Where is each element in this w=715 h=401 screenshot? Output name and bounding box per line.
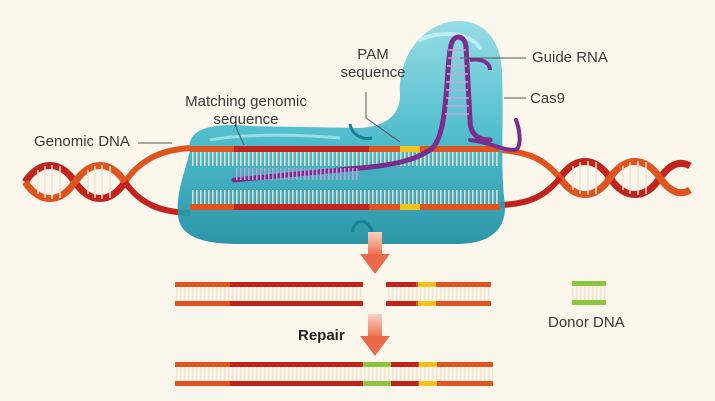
matching-label-line2: sequence (213, 111, 279, 128)
pam-label-line2: sequence (340, 64, 406, 81)
cas9-label: Cas9 (530, 90, 566, 107)
matching-label-line1: Matching genomic (185, 93, 307, 110)
matching-genomic-sequence-label: Matching genomic sequence (166, 93, 326, 129)
pam-label-line1: PAM (357, 46, 389, 63)
cas9-protein (177, 20, 506, 245)
leader-lines (138, 57, 526, 146)
guide-rna (231, 34, 522, 183)
dna-top-strand (190, 146, 500, 166)
repaired-dna (175, 362, 493, 386)
repair-label: Repair (298, 327, 345, 344)
genomic-dna-left-helix (22, 145, 191, 216)
genomic-dna-right-helix (499, 147, 692, 208)
cut-dna-right (386, 282, 491, 306)
donor-dna-label: Donor DNA (548, 314, 625, 331)
repair-arrow (360, 314, 390, 356)
cut-arrow (360, 232, 390, 274)
genomic-dna-label: Genomic DNA (34, 133, 130, 150)
pam-sequence-label: PAM sequence (333, 46, 413, 82)
cut-dna-left (175, 282, 363, 306)
guide-rna-label: Guide RNA (532, 49, 608, 66)
dna-bottom-strand (190, 190, 500, 210)
donor-dna (572, 281, 606, 305)
